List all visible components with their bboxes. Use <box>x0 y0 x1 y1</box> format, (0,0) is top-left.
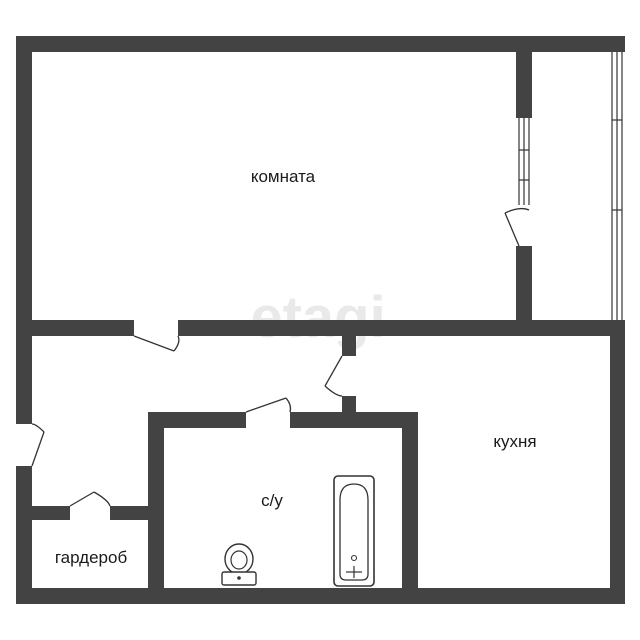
wall-room-bottom-left <box>16 320 134 336</box>
wall-right <box>610 320 625 604</box>
room-label-bathroom: с/у <box>261 491 283 510</box>
toilet-icon <box>221 543 257 586</box>
door-wardrobe <box>69 491 111 507</box>
wall-left-lower <box>16 466 32 604</box>
wall-balcony-upper <box>516 36 532 118</box>
balcony-window <box>611 52 623 320</box>
wall-bottom <box>16 588 625 604</box>
door-kitchen <box>324 355 343 397</box>
balcony-glass-panel <box>518 118 530 205</box>
door-bathroom <box>245 397 292 413</box>
doors <box>31 207 530 507</box>
door-room <box>133 335 180 352</box>
walls <box>16 36 625 604</box>
door-balcony <box>504 207 530 247</box>
room-label-living: комната <box>251 167 316 186</box>
bathtub-icon <box>333 475 375 587</box>
wall-pillar-upper <box>342 336 356 356</box>
wall-bath-top-left <box>148 412 246 428</box>
wall-bath-top-right <box>290 412 418 428</box>
watermark-logo: etagi <box>250 285 385 350</box>
wall-left-upper <box>16 36 32 424</box>
wall-bath-right <box>402 412 418 604</box>
room-label-wardrobe: гардероб <box>55 548 128 567</box>
room-label-kitchen: кухня <box>493 432 536 451</box>
wall-wardrobe-right <box>110 506 164 520</box>
wall-pillar-lower <box>342 396 356 414</box>
wall-top <box>16 36 625 52</box>
wall-balcony-lower <box>516 246 532 336</box>
door-entrance <box>31 423 45 467</box>
wall-room-bottom-right <box>178 320 625 336</box>
wall-wardrobe-left <box>16 506 70 520</box>
